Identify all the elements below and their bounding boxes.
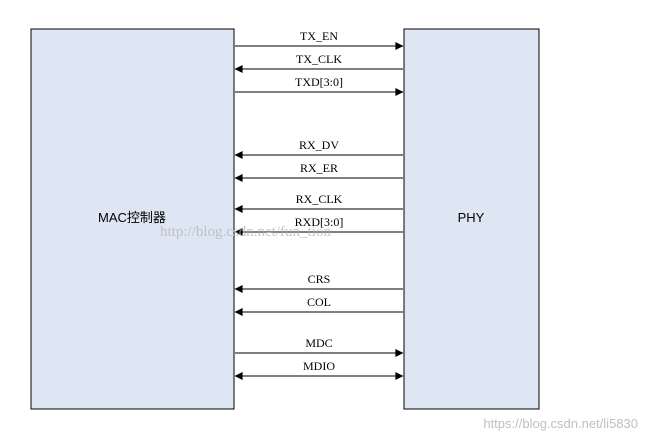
- signal-label-crs: CRS: [308, 272, 331, 286]
- mac-controller-block: [30, 28, 235, 410]
- signal-label-mdio: MDIO: [303, 359, 335, 373]
- center-watermark: http://blog.csdn.net/fun_tion: [160, 224, 331, 240]
- signal-label-col: COL: [307, 295, 331, 309]
- signal-label-rxd-3-0: RXD[3:0]: [295, 215, 344, 229]
- signal-label-mdc: MDC: [305, 336, 332, 350]
- signal-label-rx-clk: RX_CLK: [296, 192, 343, 206]
- signal-label-tx-en: TX_EN: [300, 29, 338, 43]
- corner-watermark: https://blog.csdn.net/li5830: [483, 416, 638, 431]
- phy-block: [403, 28, 540, 410]
- signal-label-rx-dv: RX_DV: [299, 138, 339, 152]
- signal-label-rx-er: RX_ER: [300, 161, 338, 175]
- signal-wires: TX_EN TX_CLK TXD[3:0] RX_DV RX_ER RX_CLK RXD[3…: [234, 29, 404, 380]
- signal-label-txd-3-0: TXD[3:0]: [295, 75, 343, 89]
- phy-label: PHY: [458, 210, 485, 225]
- mac-controller-label: MAC控制器: [98, 210, 166, 225]
- signal-label-tx-clk: TX_CLK: [296, 52, 342, 66]
